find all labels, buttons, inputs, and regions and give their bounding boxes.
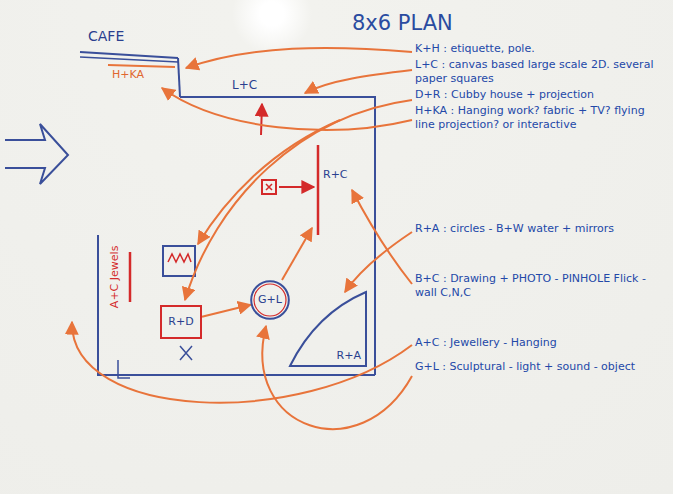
cafe-wall xyxy=(80,57,178,62)
gallery-wall xyxy=(98,235,375,375)
wall-label: A+C Jewels xyxy=(108,242,122,312)
hanging-wall xyxy=(108,65,175,67)
note-text: A+C : Jewellery - Hanging xyxy=(415,336,667,350)
leader-arrow xyxy=(345,232,412,292)
note-text: R+A : circles - B+W water + mirrors xyxy=(415,222,667,236)
area-name: CAFE xyxy=(88,28,124,46)
circle-shape xyxy=(251,281,289,319)
wall-label: R+C xyxy=(323,168,348,182)
circle-shape xyxy=(254,284,286,316)
note-text: L+C : canvas based large scale 2D. sever… xyxy=(415,58,667,86)
leader-arrows xyxy=(72,48,412,429)
note-text: D+R : Cubby house + projection xyxy=(415,88,667,102)
red-arrow xyxy=(279,186,314,188)
wall xyxy=(178,58,180,97)
wall-mark xyxy=(118,360,130,378)
wall-label: L+C xyxy=(232,78,257,93)
node-label: R+D xyxy=(168,315,193,328)
hatching xyxy=(168,254,191,262)
leader-arrow xyxy=(262,326,412,429)
red-arrow xyxy=(261,104,262,135)
jewellery-wall xyxy=(129,252,132,302)
small-plinth xyxy=(262,180,276,194)
leader-arrow xyxy=(162,88,412,130)
note-text: G+L : Sculptural - light + sound - objec… xyxy=(415,360,667,374)
connector-arrow xyxy=(202,305,251,317)
plinth-mark xyxy=(266,184,272,190)
leader-arrow xyxy=(186,48,412,68)
corner-triangle: R+A xyxy=(288,290,368,368)
leader-arrow xyxy=(305,70,412,93)
plan-title: 8x6 PLAN xyxy=(352,10,453,36)
node-label: R+A xyxy=(337,349,361,362)
sculpture-circle: G+L xyxy=(250,280,290,320)
note-text: K+H : etiquette, pole. xyxy=(415,42,667,56)
leader-arrow xyxy=(72,322,412,403)
note-text: B+C : Drawing + PHOTO - PINHOLE Flick - … xyxy=(415,272,667,300)
leader-arrow xyxy=(198,120,340,244)
cross-mark xyxy=(180,346,192,360)
gallery-wall xyxy=(180,97,375,375)
plinth-box xyxy=(163,246,195,276)
cubby-box: R+D xyxy=(160,305,202,339)
leader-arrow xyxy=(282,228,312,280)
entrance-arrow xyxy=(5,124,68,184)
note-text: H+KA : Hanging work? fabric + TV? flying… xyxy=(415,104,667,132)
node-label: G+L xyxy=(258,293,282,306)
leader-arrow xyxy=(352,190,412,284)
wall-label: H+KA xyxy=(112,68,144,82)
triangle-shape xyxy=(290,292,366,366)
flick-wall xyxy=(317,145,320,235)
